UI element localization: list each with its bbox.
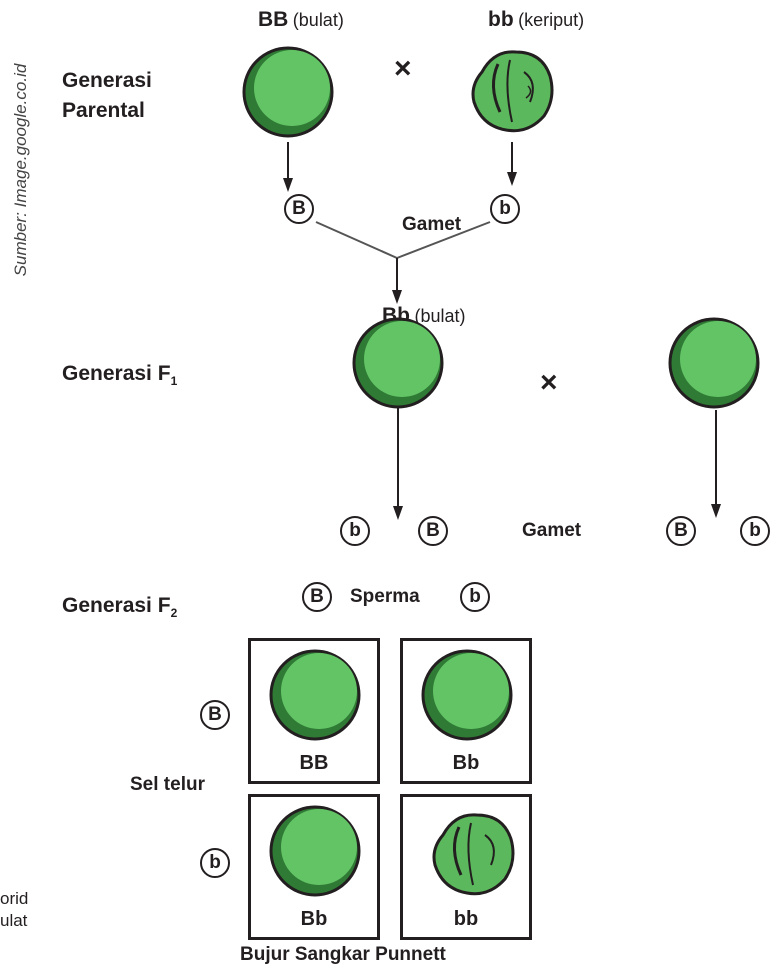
label-parental: Generasi Parental <box>62 66 152 126</box>
pea-f1-left-icon <box>352 317 444 409</box>
gamete-f1-left-1: b <box>340 516 370 546</box>
label-generation-f1: Generasi F1 <box>62 362 177 388</box>
label-f1-subscript: 1 <box>170 374 178 389</box>
genotype-cell-2-2: bb <box>453 908 479 930</box>
punnett-cell-2-1: Bb <box>248 794 380 940</box>
parent-right-caption: bb (keriput) <box>488 8 584 32</box>
pea-f1-right-icon <box>668 317 760 409</box>
arrowhead-to-f1 <box>392 290 402 304</box>
label-f2-subscript: 2 <box>170 606 178 621</box>
gamete-f1-right-2: b <box>740 516 770 546</box>
cut-off-text: orid ulat <box>0 888 28 932</box>
f1-phenotype: (bulat) <box>414 306 466 326</box>
genotype-cell-1-2: Bb <box>452 752 480 774</box>
gamete-f1-left-2: B <box>418 516 448 546</box>
parent-right-phenotype: (keriput) <box>518 10 585 30</box>
punnett-square-title: Bujur Sangkar Punnett <box>240 944 446 965</box>
gamete-parent-left: B <box>284 194 314 224</box>
label-sperm: Sperma <box>350 586 420 607</box>
cross-symbol-parental: × <box>394 52 412 85</box>
label-generation-f2: Generasi F2 <box>62 594 177 620</box>
cut-off-text-line2: ulat <box>0 911 28 930</box>
arrowhead-parent-left <box>283 178 293 192</box>
label-parental-line1: Generasi <box>62 69 152 92</box>
label-gamete-parental: Gamet <box>402 214 462 235</box>
punnett-cell-1-1: BB <box>248 638 380 784</box>
arrowhead-f1-left <box>393 506 403 520</box>
genotype-cell-1-1: BB <box>299 752 329 774</box>
cut-off-text-line1: orid <box>0 889 29 908</box>
pea-wrinkled-cell-2-2-icon <box>432 813 515 896</box>
sperm-b-lower: b <box>460 582 490 612</box>
pea-wrinkled-parent-icon <box>471 50 554 133</box>
parent-left-caption: BB (bulat) <box>258 8 344 32</box>
egg-b-lower: b <box>200 848 230 878</box>
parent-left-phenotype: (bulat) <box>292 10 344 30</box>
parent-left-genotype: BB <box>258 8 289 31</box>
egg-b-upper: B <box>200 700 230 730</box>
arrowhead-parent-right <box>507 172 517 186</box>
pea-round-cell-1-2-icon <box>421 649 513 741</box>
gamete-line-right <box>396 221 491 259</box>
punnett-cell-2-2: bb <box>400 794 532 940</box>
punnett-cell-1-2: Bb <box>400 638 532 784</box>
label-f1-text: Generasi F <box>62 362 171 385</box>
arrowhead-f1-right <box>711 504 721 518</box>
sperm-b-upper: B <box>302 582 332 612</box>
genotype-cell-2-1: Bb <box>300 908 328 930</box>
cross-symbol-f1: × <box>540 366 558 399</box>
parent-right-genotype: bb <box>488 8 514 31</box>
pea-round-cell-2-1-icon <box>269 805 361 897</box>
pea-round-cell-1-1-icon <box>269 649 361 741</box>
label-gamete-f1: Gamet <box>522 520 582 541</box>
label-f2-text: Generasi F <box>62 594 171 617</box>
label-parental-line2: Parental <box>62 99 145 122</box>
gamete-f1-right-1: B <box>666 516 696 546</box>
pea-round-parent-icon <box>242 46 334 138</box>
label-egg: Sel telur <box>130 774 205 795</box>
gamete-line-left <box>315 221 398 259</box>
gamete-parent-right: b <box>490 194 520 224</box>
